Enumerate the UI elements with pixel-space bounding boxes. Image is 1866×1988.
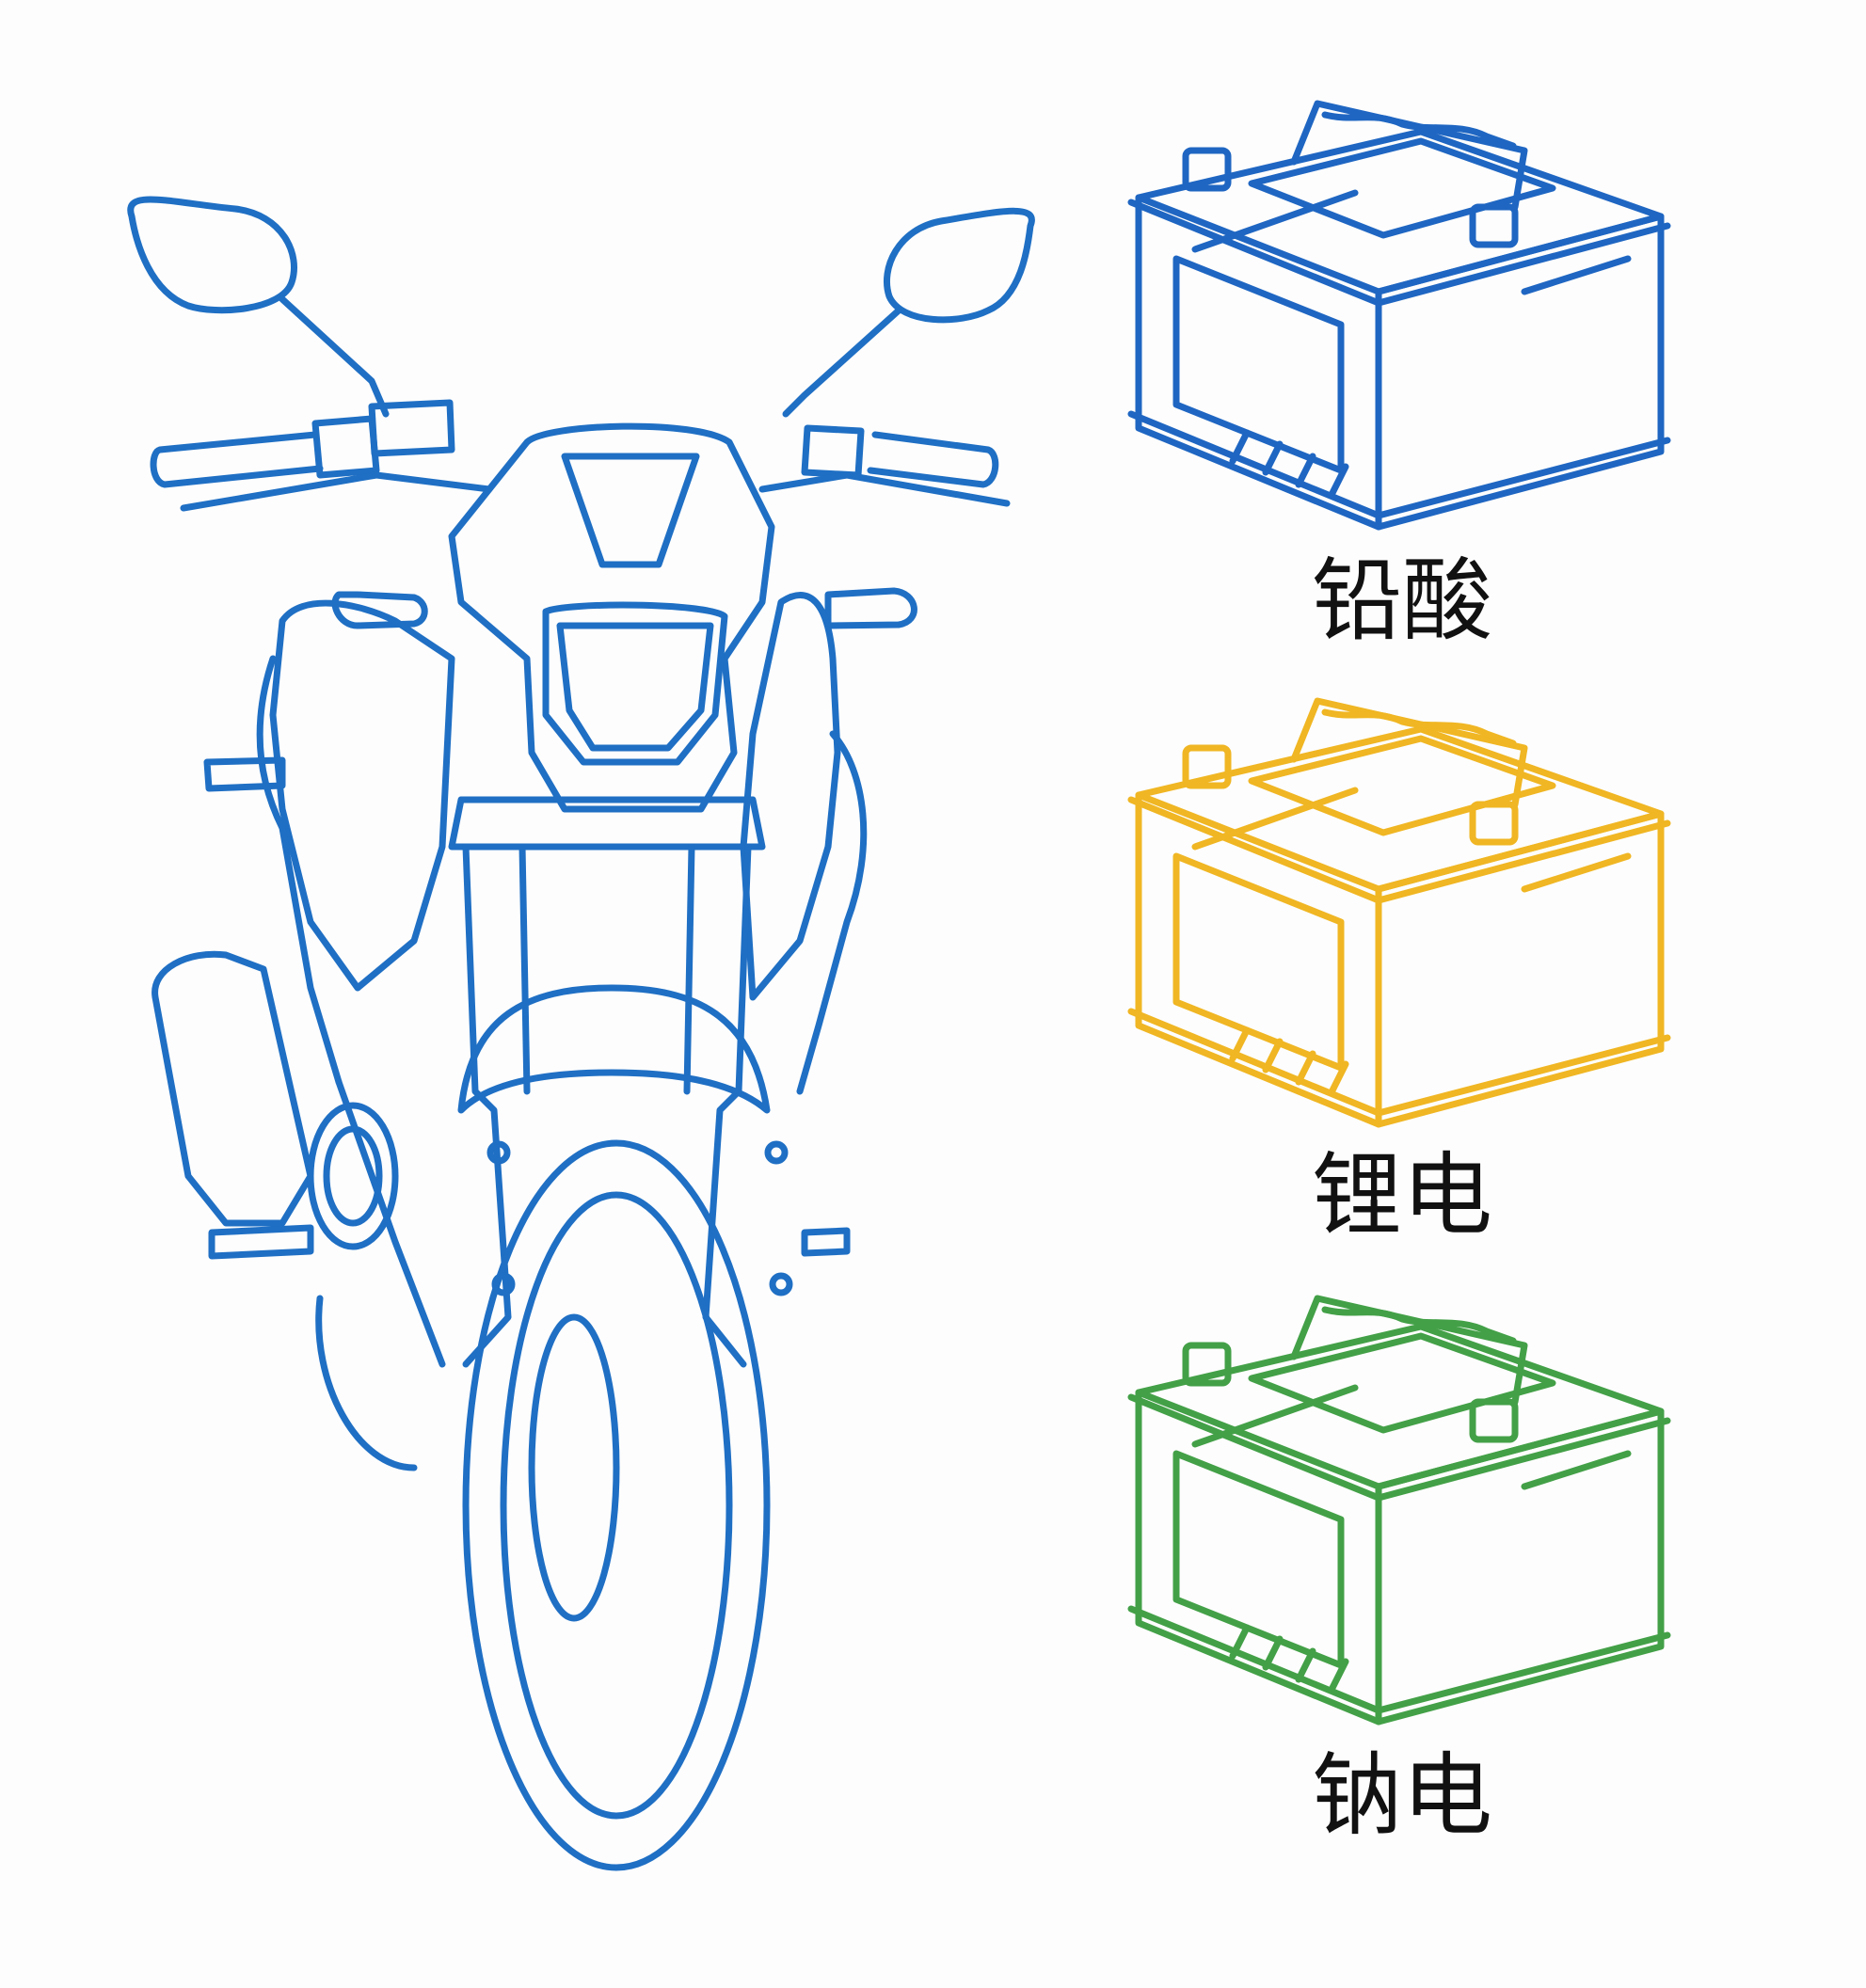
- battery-dash-line: [1191, 1384, 1632, 1490]
- battery-ticks: [1229, 1624, 1349, 1694]
- battery-base: [1127, 1605, 1671, 1714]
- headlight-inner: [556, 622, 714, 752]
- fork-bolt: [486, 1140, 511, 1165]
- battery-side: [1375, 810, 1665, 1128]
- left-switch: [368, 399, 455, 457]
- battery-rim: [1127, 796, 1671, 904]
- battery-ticks: [1229, 1026, 1349, 1096]
- battery-rim: [1127, 1393, 1671, 1502]
- battery-top: [1135, 128, 1665, 295]
- battery-terminal: [1182, 147, 1232, 192]
- engine-cover: [307, 1102, 399, 1250]
- battery-terminal: [1182, 1342, 1232, 1387]
- right-fork: [683, 843, 752, 1368]
- battery-lithium: 锂电: [1127, 697, 1671, 1248]
- battery-dash-line: [1191, 787, 1632, 893]
- battery-handle-wave: [1321, 1306, 1517, 1344]
- right-lever: [758, 471, 1011, 507]
- battery-dash-line: [1191, 189, 1632, 295]
- left-fork: [462, 843, 531, 1368]
- motorcycle-icon: [127, 196, 1035, 1871]
- battery-handle-wave: [1321, 111, 1517, 150]
- right-mirror: [883, 207, 1035, 324]
- battery-window: [1172, 852, 1345, 1072]
- footpeg-right: [801, 1227, 851, 1257]
- fork-bolt: [764, 1140, 789, 1165]
- left-mirror: [127, 196, 297, 314]
- frame-right: [796, 730, 868, 1095]
- right-grip: [801, 424, 865, 479]
- rear-wheel: [315, 1295, 418, 1471]
- side-peg-left: [203, 756, 286, 792]
- right-mirror-stem: [782, 307, 902, 418]
- battery-base: [1127, 1008, 1671, 1117]
- battery-label: 钠电: [1312, 1742, 1492, 1848]
- battery-ticks: [1229, 429, 1349, 499]
- battery-front: [1135, 791, 1382, 1128]
- battery-label: 锂电: [1312, 1142, 1492, 1248]
- swingarm: [335, 1078, 446, 1368]
- battery-top: [1135, 725, 1665, 893]
- right-handlebar: [867, 431, 999, 488]
- battery-side: [1375, 213, 1665, 531]
- front-tire-inner: [500, 1191, 733, 1820]
- battery-top: [1135, 1323, 1665, 1490]
- battery-base: [1127, 410, 1671, 519]
- left-grip: [311, 415, 380, 479]
- left-lever: [180, 471, 493, 512]
- battery-lid: [1248, 137, 1556, 239]
- fork-crown: [448, 796, 766, 851]
- headlight: [542, 601, 728, 766]
- fuel-tank-left: [269, 599, 455, 992]
- front-rim: [528, 1313, 620, 1622]
- frame-left: [256, 655, 343, 1086]
- battery-handle-wave: [1321, 708, 1517, 747]
- battery-icon: [1127, 1295, 1671, 1726]
- battery-lid: [1248, 1332, 1556, 1434]
- battery-lead-acid: 铅酸: [1127, 100, 1671, 653]
- left-indicator: [331, 591, 428, 629]
- battery-label: 铅酸: [1312, 548, 1492, 653]
- battery-terminal: [1182, 744, 1232, 789]
- battery-side: [1375, 1408, 1665, 1726]
- front-tire: [462, 1139, 771, 1871]
- front-fender: [457, 984, 771, 1114]
- fuel-tank-right: [740, 592, 841, 1001]
- battery-front: [1135, 194, 1382, 531]
- battery-terminal: [1469, 801, 1519, 846]
- exhaust: [152, 950, 314, 1227]
- left-handlebar: [150, 431, 324, 488]
- windscreen: [561, 453, 700, 568]
- battery-terminal: [1469, 203, 1519, 248]
- footpeg-left: [208, 1224, 314, 1260]
- battery-front: [1135, 1389, 1382, 1726]
- battery-icon: [1127, 100, 1671, 531]
- fork-bolt: [769, 1272, 793, 1296]
- battery-rim: [1127, 199, 1671, 307]
- battery-icon: [1127, 697, 1671, 1128]
- fork-bolt: [491, 1272, 516, 1296]
- battery-window: [1172, 255, 1345, 474]
- battery-terminal: [1469, 1398, 1519, 1443]
- left-mirror-stem: [279, 295, 390, 418]
- battery-lid: [1248, 735, 1556, 836]
- battery-window: [1172, 1450, 1345, 1669]
- battery-sodium: 钠电: [1127, 1295, 1671, 1848]
- right-indicator: [824, 587, 917, 629]
